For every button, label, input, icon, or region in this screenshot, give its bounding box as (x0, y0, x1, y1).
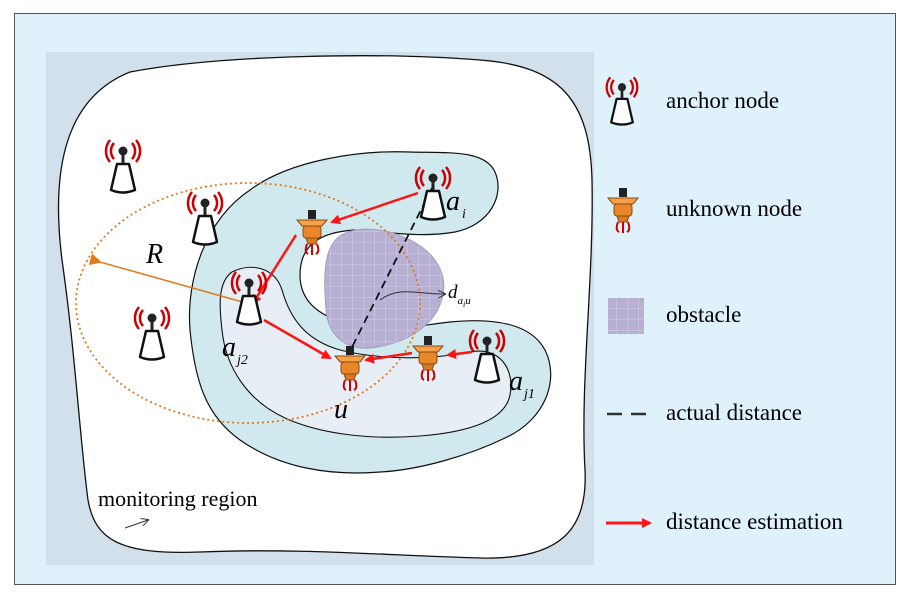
estimation-arrow (330, 191, 419, 225)
distance-label: daiu (448, 282, 471, 309)
estimation-arrow (446, 349, 473, 359)
radius-line (88, 253, 247, 304)
distance-label-pointer (379, 292, 445, 301)
legend-anchor-node-label: anchor node (666, 88, 780, 113)
node-label-aj1: aj1 (509, 366, 535, 402)
legend-unknown-node-icon (607, 187, 639, 234)
actual-distance-line (347, 187, 433, 356)
overlap-area (219, 266, 512, 438)
node-label-aj2: aj2 (222, 332, 248, 368)
estimation-arrow (263, 318, 332, 360)
legend-actual-distance-label: actual distance (666, 400, 803, 425)
legend-unknown-node-label: unknown node (666, 196, 803, 221)
legend-obstacle-label: obstacle (666, 302, 742, 327)
region-label-pointer (124, 520, 148, 529)
estimation-arrow (364, 351, 413, 364)
legend-distance-estimation-label: distance estimation (666, 509, 843, 534)
estimation-arrow (251, 234, 298, 305)
legend-anchor-node-icon (605, 76, 639, 126)
obstacle-area (324, 228, 445, 349)
node-label-u: u (334, 394, 348, 425)
range-circle (75, 182, 421, 424)
monitoring-region-label: monitoring region (98, 486, 257, 511)
estimation-paths (251, 191, 473, 364)
radius-label: R (145, 239, 163, 270)
legend-obstacle-icon (608, 298, 644, 334)
